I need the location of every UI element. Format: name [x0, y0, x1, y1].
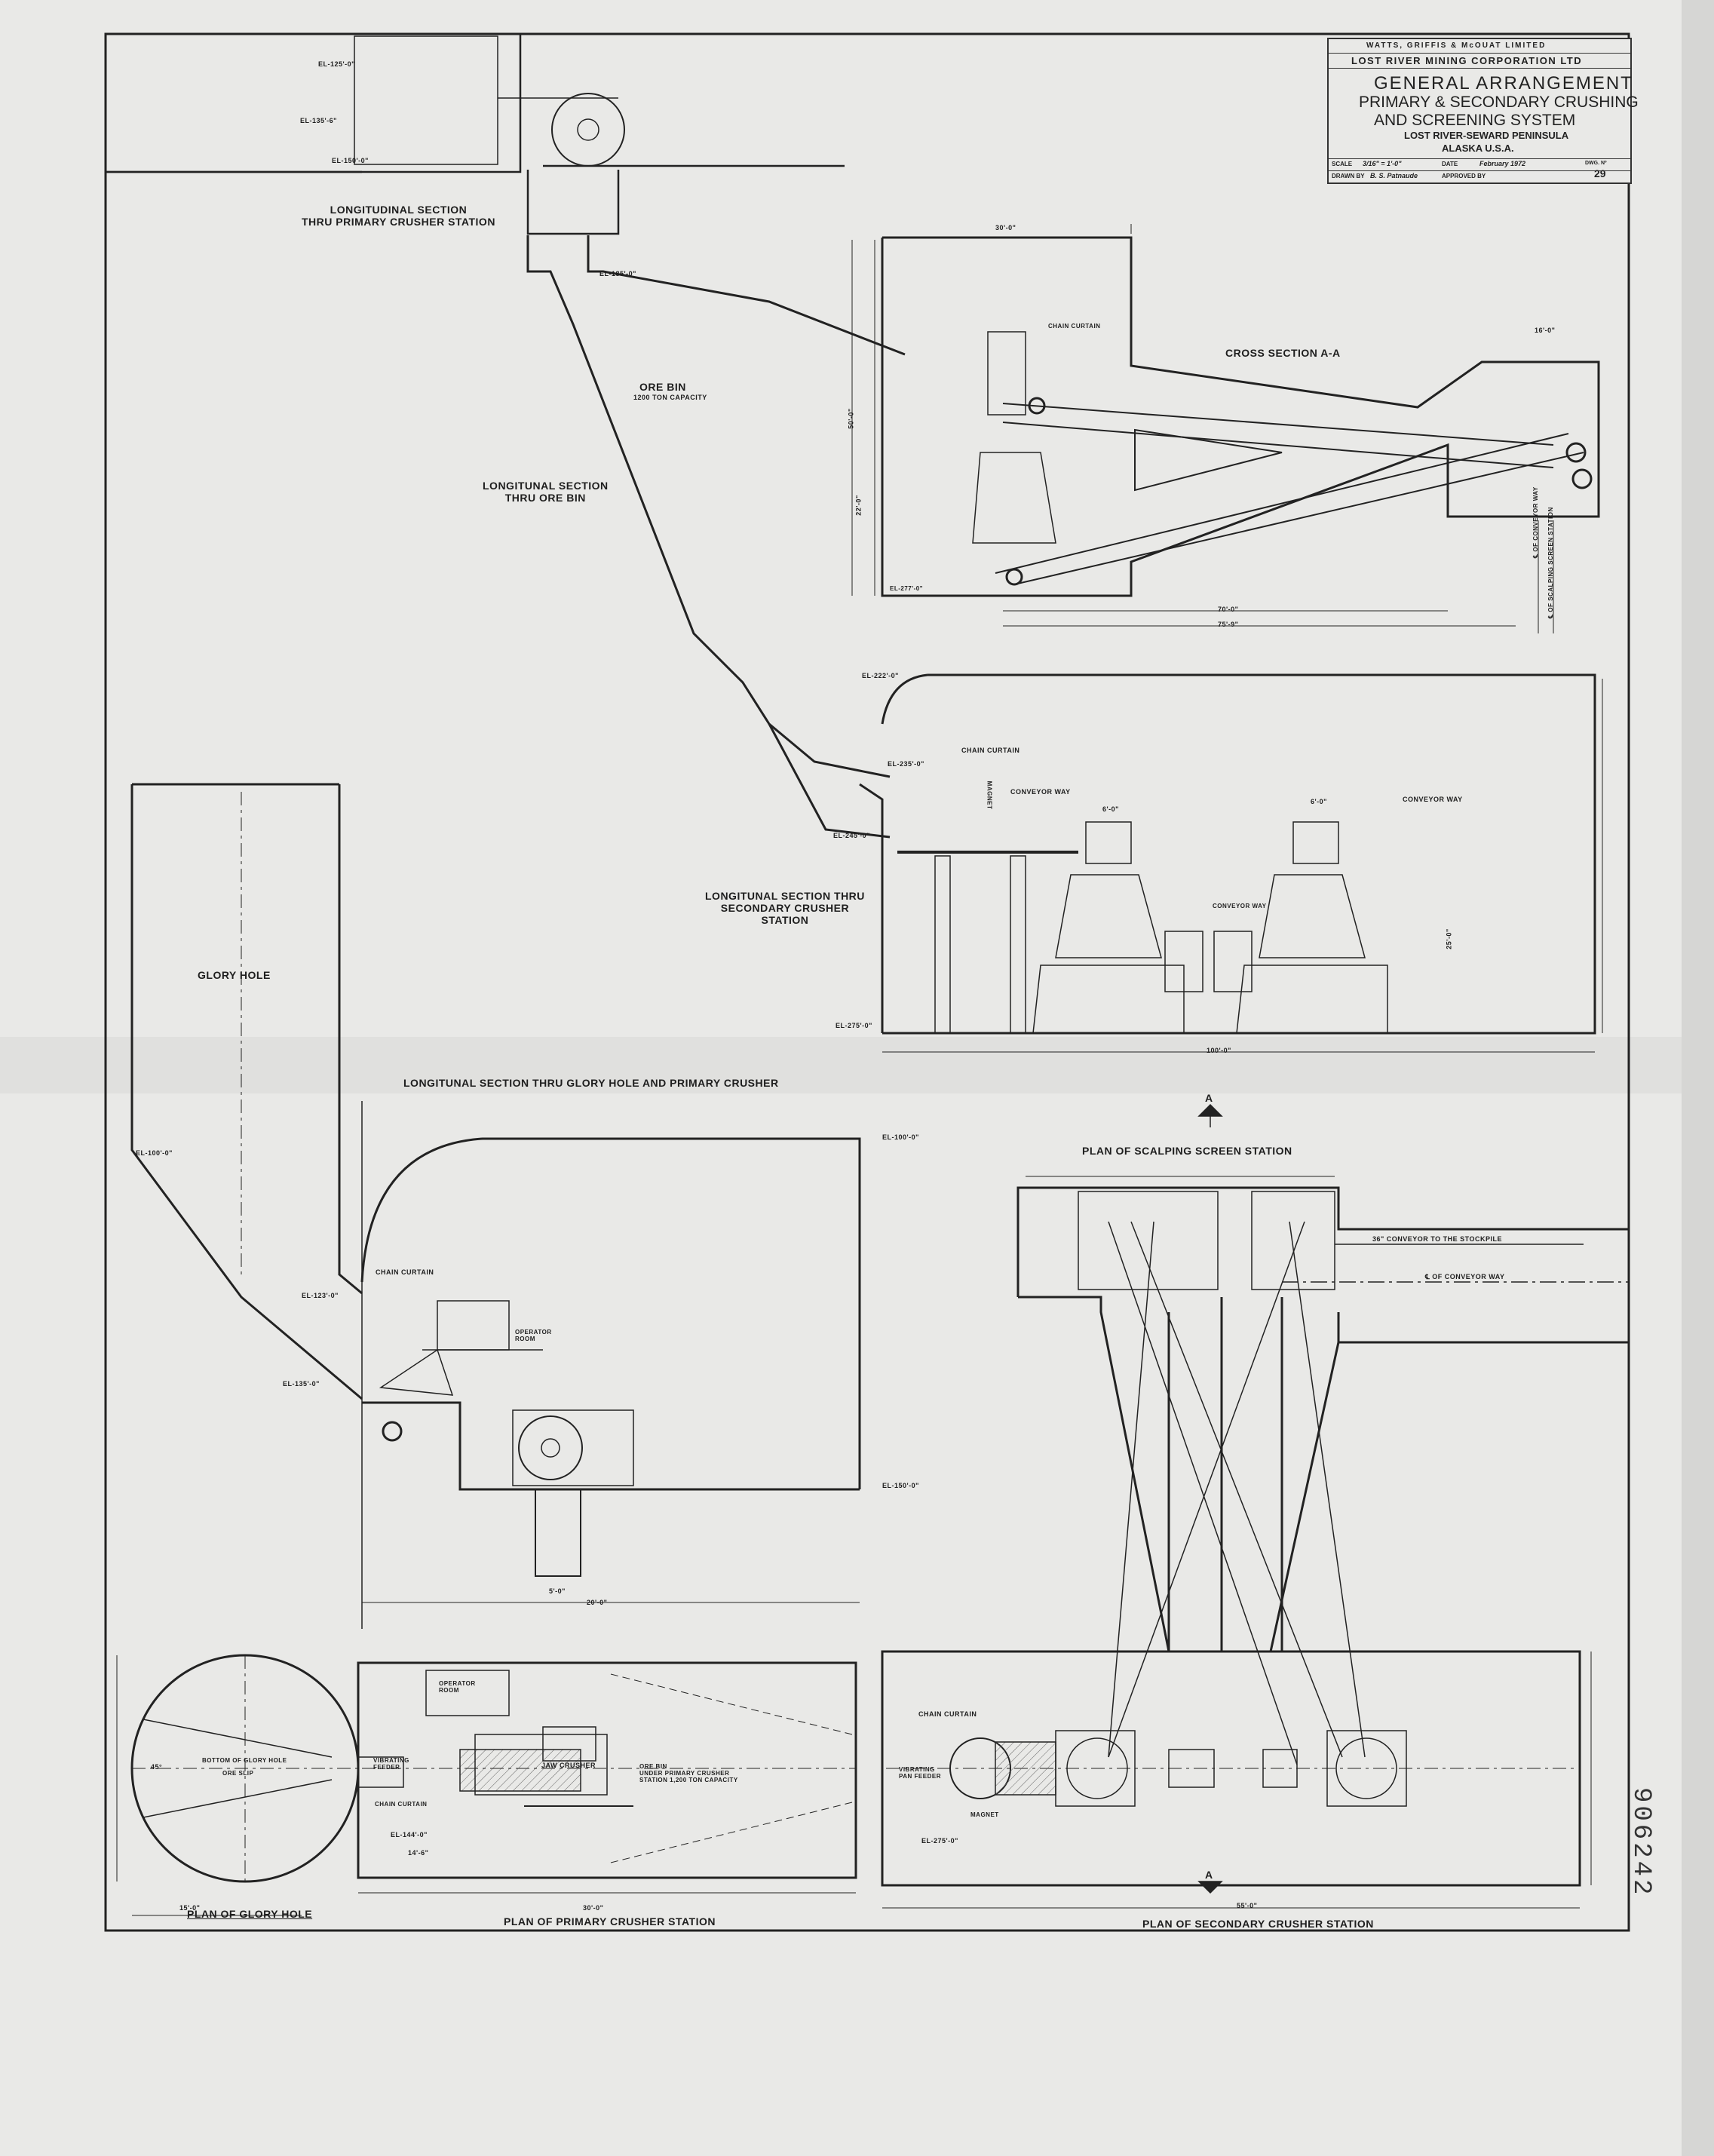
dim-50: 50'-0" — [847, 408, 855, 429]
label-plan-primary: PLAN OF PRIMARY CRUSHER STATION — [504, 1915, 716, 1928]
scale-value: 3/16" = 1'-0" — [1363, 160, 1402, 167]
dim-30: 30'-0" — [995, 224, 1016, 232]
callout-conveyor-way-c: CONVEYOR WAY — [1213, 903, 1267, 909]
callout-conveyor-stockpile: 36" CONVEYOR TO THE STOCKPILE — [1372, 1235, 1502, 1243]
label-plan-secondary: PLAN OF SECONDARY CRUSHER STATION — [1142, 1918, 1374, 1930]
title-location-1: LOST RIVER-SEWARD PENINSULA — [1404, 130, 1569, 141]
callout-conveyor-way-a: CONVEYOR WAY — [1010, 788, 1071, 796]
elev-123: EL-123'-0" — [302, 1292, 339, 1299]
scalping-screen-plan — [1016, 1176, 1629, 1765]
primary-section-top — [106, 34, 845, 235]
elev-135: EL-135'-6" — [300, 117, 337, 124]
dim-55: 55'-0" — [1237, 1902, 1258, 1909]
drawn-label: DRAWN BY — [1332, 173, 1365, 179]
title-client: LOST RIVER MINING CORPORATION LTD — [1351, 55, 1583, 66]
callout-bottom-glory: BOTTOM OF GLORY HOLE — [202, 1757, 287, 1764]
elev-222: EL-222'-0" — [862, 672, 899, 679]
callout-magnet-b: MAGNET — [970, 1811, 999, 1818]
glory-hole-section — [130, 783, 861, 1629]
elev-277: EL-277'-0" — [890, 585, 924, 592]
title-block: WATTS, GRIFFIS & McOUAT LIMITED LOST RIV… — [1327, 38, 1639, 184]
elev-245: EL-245'-0" — [833, 832, 870, 839]
dwg-value: 29 — [1594, 167, 1606, 179]
section-markers — [1197, 1103, 1223, 1894]
label-ore-bin: ORE BIN — [639, 381, 686, 393]
cross-section-a-a — [851, 224, 1600, 633]
elev-275: EL-275'-0" — [836, 1022, 872, 1029]
elev-125: EL-125'-0" — [318, 60, 355, 68]
elev-235: EL-235'-0" — [888, 760, 924, 768]
drawn-value: B. S. Patnaude — [1370, 172, 1418, 179]
elev-150-b: EL-150'-0" — [882, 1482, 919, 1489]
callout-conveyor-way-b: CONVEYOR WAY — [1403, 796, 1463, 803]
dim-25: 25'-0" — [1445, 928, 1453, 949]
callout-chain-curtain-c: CHAIN CURTAIN — [376, 1268, 434, 1276]
title-line-2: PRIMARY & SECONDARY CRUSHING — [1359, 94, 1639, 111]
label-scalping-plan: PLAN OF SCALPING SCREEN STATION — [1082, 1145, 1292, 1157]
section-a-bottom: A — [1205, 1869, 1213, 1881]
label-ore-bin-capacity: 1200 TON CAPACITY — [633, 394, 707, 401]
callout-chain-curtain-a: CHAIN CURTAIN — [1048, 323, 1101, 330]
plan-primary-crusher — [357, 1661, 857, 1894]
elev-100-a: EL-100'-0" — [136, 1149, 173, 1157]
approved-label: APPROVED BY — [1442, 173, 1486, 179]
dim-22: 22'-0" — [854, 495, 863, 516]
elev-185: EL-185'-0" — [599, 270, 636, 278]
elev-100-b: EL-100'-0" — [882, 1133, 919, 1141]
callout-cl-scalping-vertical: ℄ OF SCALPING SCREEN STATION — [1547, 507, 1554, 618]
elev-150: EL-150'-0" — [332, 157, 369, 164]
elev-275-b: EL-275'-0" — [921, 1837, 958, 1845]
callout-magnet-a: MAGNET — [986, 781, 993, 810]
dim-15: 15'-0" — [179, 1904, 201, 1912]
label-glory-hole: GLORY HOLE — [198, 969, 271, 981]
secondary-section — [859, 673, 1603, 1053]
dim-5: 5'-0" — [549, 1587, 566, 1595]
callout-cl-conveyor: ℄ OF CONVEYOR WAY — [1425, 1273, 1505, 1280]
dim-70: 70'-0" — [1218, 606, 1239, 613]
label-glory-long-section: LONGITUNAL SECTION THRU GLORY HOLE AND P… — [403, 1077, 779, 1089]
scale-label: SCALE — [1332, 161, 1353, 167]
dim-16: 16'-0" — [1535, 327, 1556, 334]
title-line-1: GENERAL ARRANGEMENT — [1374, 73, 1633, 94]
callout-ore-slip: ORE SLIP — [222, 1770, 254, 1777]
callout-vibrating-feeder: VIBRATING FEEDER — [373, 1757, 409, 1771]
dim-45-degrees: 45° — [151, 1763, 163, 1771]
dim-100: 100'-0" — [1207, 1047, 1231, 1054]
callout-chain-curtain-b: CHAIN CURTAIN — [961, 747, 1020, 754]
dim-14: 14'-6" — [408, 1849, 429, 1857]
date-label: DATE — [1442, 161, 1458, 167]
title-firm: WATTS, GRIFFIS & McOUAT LIMITED — [1366, 41, 1547, 50]
elev-135-b: EL-135'-0" — [283, 1380, 320, 1388]
section-a-top: A — [1205, 1092, 1213, 1104]
callout-operator-room-b: OPERATOR ROOM — [439, 1680, 476, 1694]
label-ore-bin-long-section: LONGITUNAL SECTION THRU ORE BIN — [483, 480, 609, 504]
ore-bin-outline — [526, 235, 906, 839]
dim-75: 75'-9" — [1218, 621, 1239, 628]
callout-chain-curtain-d: CHAIN CURTAIN — [375, 1801, 428, 1808]
dim-20: 20'-0" — [587, 1599, 608, 1606]
label-secondary-long-section: LONGITUNAL SECTION THRU SECONDARY CRUSHE… — [705, 890, 865, 926]
date-value: February 1972 — [1479, 160, 1526, 167]
archive-number-stamp: 906242 — [1627, 1787, 1655, 1898]
sheet-border — [104, 32, 1630, 1932]
dim-30-b: 30'-0" — [583, 1904, 604, 1912]
label-cross-section: CROSS SECTION A-A — [1225, 347, 1341, 359]
callout-ore-bin-plan: ORE BIN UNDER PRIMARY CRUSHER STATION 1,… — [639, 1763, 738, 1783]
title-location-2: ALASKA U.S.A. — [1442, 143, 1514, 154]
callout-jaw-crusher: JAW CRUSHER — [541, 1762, 596, 1769]
label-primary-long-section: LONGITUDINAL SECTION THRU PRIMARY CRUSHE… — [302, 204, 495, 228]
callout-cl-conveyor-vertical: ℄ OF CONVEYOR WAY — [1532, 486, 1539, 558]
plan-secondary-crusher — [881, 1650, 1592, 1909]
callout-chain-curtain-e: CHAIN CURTAIN — [918, 1710, 977, 1718]
elev-144: EL-144'-0" — [391, 1831, 428, 1839]
callout-operator-room-a: OPERATOR ROOM — [515, 1329, 552, 1342]
callout-vibrating-pan-feeder: VIBRATING PAN FEEDER — [899, 1766, 941, 1780]
dwg-label: DWG. Nº — [1585, 161, 1607, 166]
dim-6-b: 6'-0" — [1311, 798, 1327, 805]
label-plan-glory-hole: PLAN OF GLORY HOLE — [187, 1908, 313, 1920]
title-line-3: AND SCREENING SYSTEM — [1374, 112, 1576, 129]
dim-6-a: 6'-0" — [1102, 805, 1119, 813]
